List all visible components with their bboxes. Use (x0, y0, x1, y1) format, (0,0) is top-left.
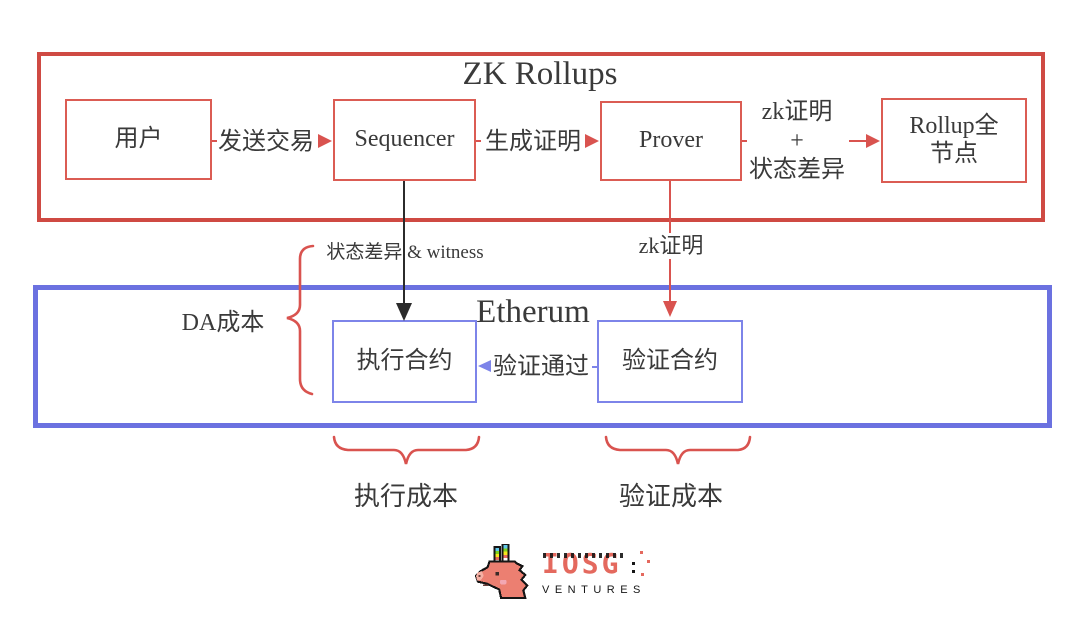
etherum-title: Etherum (476, 294, 590, 330)
edge-zk-state-label-line2: + (790, 128, 804, 154)
edge-send-tx-arrowhead-icon (318, 134, 332, 148)
edge-zk-state-line-right (849, 140, 867, 142)
node-execution-contract: 执行合约 (332, 320, 477, 403)
llama-mouth (482, 584, 488, 587)
node-rollup-full-node: Rollup全 节点 (881, 98, 1027, 183)
llama-nostril (478, 574, 481, 578)
llama-right-ear (501, 544, 510, 563)
logo-pixel-dot-3 (641, 573, 644, 576)
node-sequencer-label: Sequencer (354, 126, 455, 153)
node-verification-contract: 验证合约 (597, 320, 743, 403)
arrow-state-diff-witness-line (403, 181, 405, 305)
da-cost-label: DA成本 (181, 310, 265, 336)
llama-cheek (500, 579, 507, 585)
edge-send-tx-label: 发送交易 (218, 129, 314, 155)
logo-checker-decoration (543, 553, 625, 558)
logo-subtitle-text: VENTURES (542, 584, 646, 596)
etherum-section-box (33, 285, 1052, 428)
logo-pixel-dot-1 (640, 551, 643, 554)
arrow-state-diff-witness-arrowhead-icon (396, 303, 412, 321)
edge-zk-state-arrowhead-icon (866, 134, 880, 148)
node-prover-label: Prover (639, 127, 703, 154)
node-user-label: 用户 (114, 125, 163, 152)
arrow-zk-proof-arrowhead-icon (663, 301, 677, 317)
logo-colon-dot-top (632, 562, 635, 565)
edge-zk-state-label: zk证明 + 状态差异 (747, 98, 847, 185)
zk-rollups-title: ZK Rollups (462, 56, 618, 92)
verification-cost-label: 验证成本 (618, 482, 723, 511)
iosg-llama-icon (474, 544, 529, 600)
edge-generate-proof-line (475, 140, 481, 142)
arrow-state-diff-witness-label: 状态差异 & witness (326, 242, 484, 263)
edge-generate-proof-label: 生成证明 (485, 129, 581, 155)
node-rollup-label-line2: 节点 (930, 140, 978, 167)
da-cost-brace (286, 244, 315, 396)
edge-verification-passed-arrowhead-icon (478, 360, 491, 372)
node-verification-contract-label: 验证合约 (622, 347, 718, 374)
edge-zk-state-line-left (741, 140, 747, 142)
edge-send-tx-line (211, 140, 217, 142)
logo-pixel-dot-2 (647, 560, 650, 563)
iosg-ventures-logo: IOSG VENTURES (462, 540, 662, 612)
node-sequencer: Sequencer (333, 99, 476, 181)
node-user: 用户 (65, 99, 212, 180)
logo-colon-dot-bottom (632, 570, 635, 573)
arrow-zk-proof-label: zk证明 (625, 233, 717, 259)
node-rollup-label-line1: Rollup全 (909, 112, 999, 139)
cost-braces (332, 435, 752, 465)
edge-generate-proof-arrowhead-icon (585, 134, 599, 148)
edge-zk-state-label-line3: 状态差异 (749, 157, 845, 183)
llama-eye (495, 572, 500, 576)
node-prover: Prover (600, 101, 742, 181)
edge-zk-state-label-line1: zk证明 (761, 99, 833, 125)
execution-cost-label: 执行成本 (353, 482, 458, 511)
edge-verification-passed-label: 验证通过 (493, 354, 589, 380)
node-execution-contract-label: 执行合约 (356, 347, 453, 374)
edge-verification-passed-line (592, 366, 597, 368)
